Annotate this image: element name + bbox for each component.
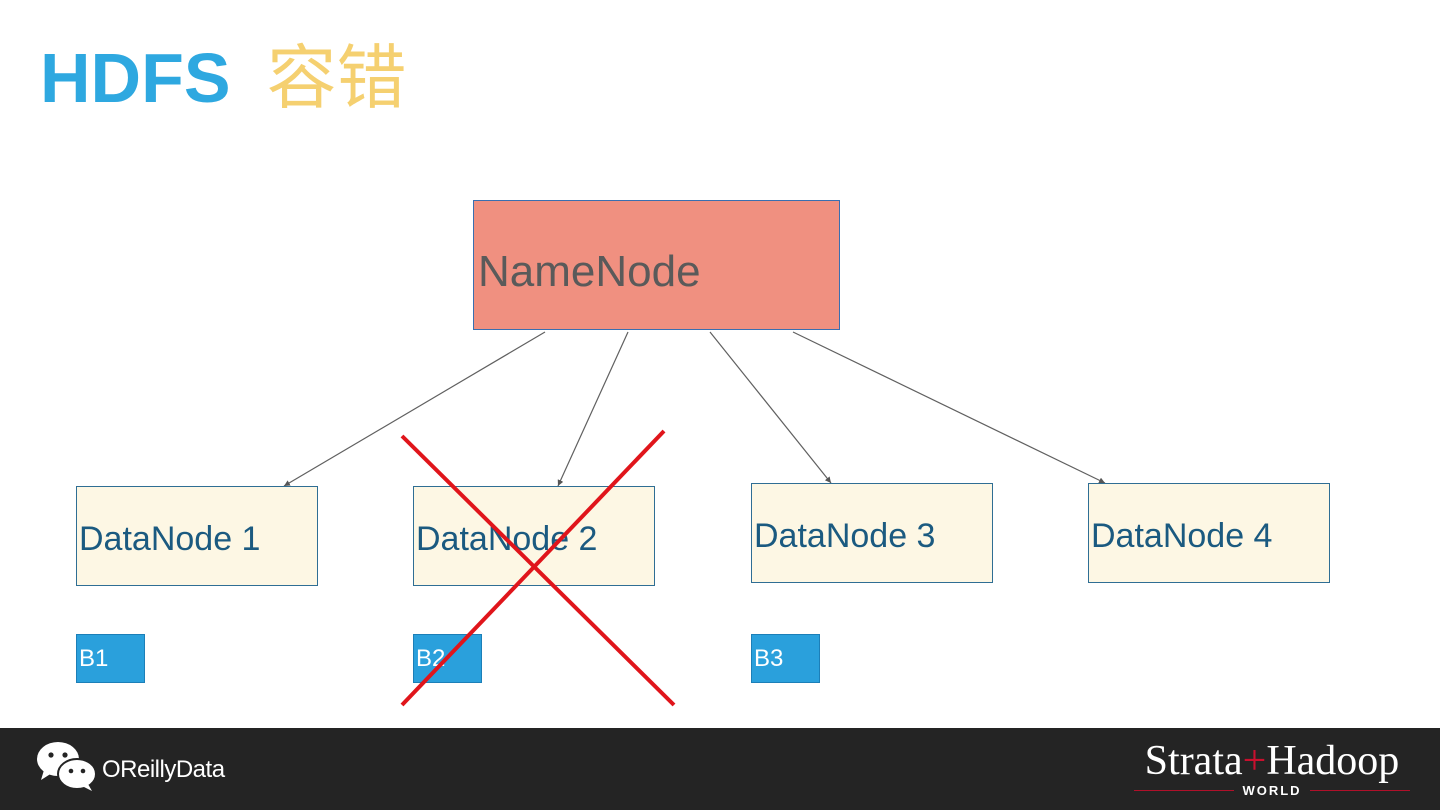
block-b3: B3 [751, 634, 820, 683]
arrow-to-datanode-2 [557, 331, 629, 487]
datanode-1-box: DataNode 1 [76, 486, 318, 586]
logo-world-line: WORLD [1134, 782, 1410, 800]
logo-plus: + [1242, 738, 1267, 784]
title-hdfs: HDFS [40, 39, 231, 117]
datanode-2-box: DataNode 2 [413, 486, 655, 586]
datanode-4-box: DataNode 4 [1088, 483, 1330, 583]
block-b1: B1 [76, 634, 145, 683]
namenode-label: NameNode [478, 247, 701, 296]
arrow-to-datanode-1 [283, 331, 546, 487]
datanode-3-label: DataNode 3 [754, 517, 936, 555]
block-b2: B2 [413, 634, 482, 683]
namenode-box: NameNode [473, 200, 840, 330]
datanode-3-box: DataNode 3 [751, 483, 993, 583]
wechat-icon [37, 742, 97, 791]
datanode-1-label: DataNode 1 [79, 520, 261, 558]
block-b3-label: B3 [754, 645, 784, 672]
oreilly-data-brand: OReillyData [102, 756, 225, 783]
datanode-4-label: DataNode 4 [1091, 517, 1273, 555]
logo-hadoop: Hadoop [1266, 738, 1400, 784]
arrow-to-datanode-3 [709, 331, 832, 484]
datanode-2-label: DataNode 2 [416, 520, 598, 558]
arrow-to-datanode-4 [792, 331, 1106, 484]
slide-title: HDFS 容错 [40, 36, 407, 120]
logo-rule-left [1134, 790, 1234, 791]
footer-bar: OReillyData Strata+Hadoop WORLD [0, 728, 1440, 810]
logo-world: WORLD [1242, 783, 1302, 798]
strata-hadoop-logo: Strata+Hadoop [1134, 738, 1410, 784]
block-b2-label: B2 [416, 645, 446, 672]
logo-rule-right [1310, 790, 1410, 791]
title-fault-tolerance: 容错 [266, 37, 407, 119]
block-b1-label: B1 [79, 645, 109, 672]
logo-strata: Strata [1144, 738, 1243, 784]
